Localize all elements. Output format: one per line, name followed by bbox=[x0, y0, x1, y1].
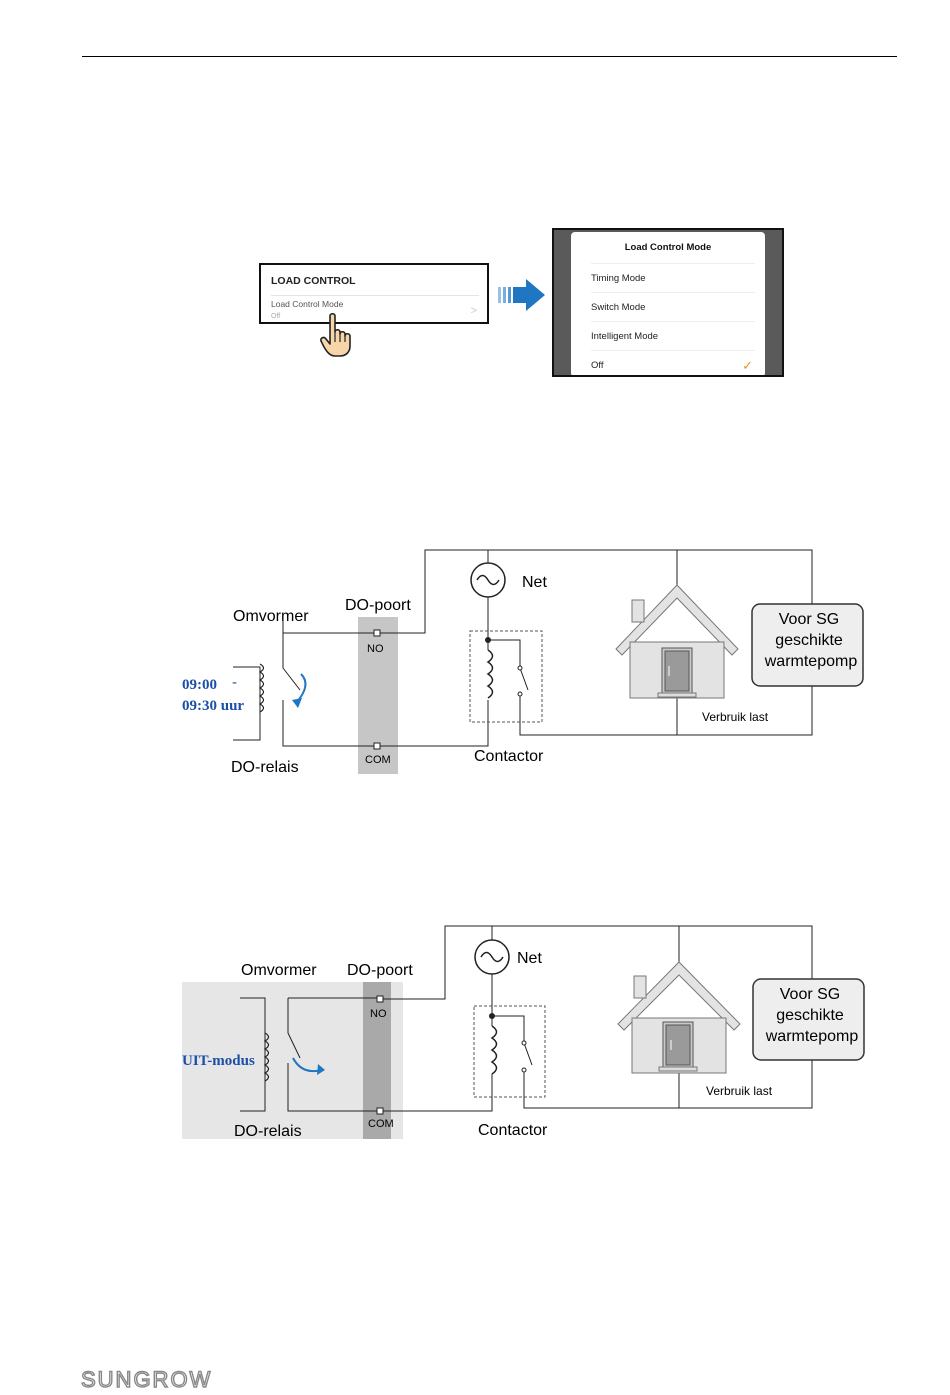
contactor-label: Contactor bbox=[478, 1122, 548, 1139]
heatpump-line3: warmtepomp bbox=[765, 1028, 859, 1045]
inverter-label: Omvormer bbox=[241, 962, 317, 979]
logo-text: SUNGROW bbox=[81, 1368, 212, 1392]
heatpump-box bbox=[751, 603, 864, 687]
heatpump-line2: geschikte bbox=[775, 632, 843, 649]
option-switch-mode[interactable]: Switch Mode bbox=[591, 292, 755, 322]
option-intelligent-mode[interactable]: Intelligent Mode bbox=[591, 321, 755, 351]
pointing-hand-icon bbox=[320, 312, 351, 357]
load-label: Verbruik last bbox=[706, 1084, 773, 1098]
chevron-right-icon[interactable]: > bbox=[470, 305, 477, 317]
dash-label: - bbox=[232, 674, 237, 691]
do-port-label: DO-poort bbox=[345, 597, 411, 614]
load-control-mode-dialog-screen: Load Control Mode Timing Mode Switch Mod… bbox=[552, 228, 784, 377]
option-off[interactable]: Off✓ bbox=[591, 350, 755, 375]
do-relay-label: DO-relais bbox=[231, 759, 299, 776]
sungrow-logo: SUNGROW bbox=[81, 1368, 212, 1392]
heatpump-box bbox=[752, 978, 865, 1061]
heatpump-line2: geschikte bbox=[776, 1007, 844, 1024]
do-relay-label: DO-relais bbox=[234, 1123, 302, 1140]
load-control-mode-dialog: Load Control Mode Timing Mode Switch Mod… bbox=[571, 232, 765, 375]
option-timing-mode[interactable]: Timing Mode bbox=[591, 263, 755, 293]
heatpump-line1: Voor SG bbox=[780, 986, 840, 1003]
heatpump-line3: warmtepomp bbox=[764, 653, 858, 670]
checkmark-icon: ✓ bbox=[742, 357, 753, 373]
house-icon bbox=[617, 961, 741, 1074]
inverter-label: Omvormer bbox=[233, 608, 309, 625]
wiring-diagram-timing: Omvormer DO-poort NO COM DO-relais 09:00… bbox=[182, 549, 864, 776]
off-mode-label: UIT-modus bbox=[182, 1053, 255, 1069]
divider bbox=[271, 295, 479, 296]
house-icon bbox=[615, 584, 739, 699]
contactor-label: Contactor bbox=[474, 748, 544, 765]
do-port-label: DO-poort bbox=[347, 962, 413, 979]
grid-label: Net bbox=[522, 574, 547, 591]
time-end-label: 09:30 uur bbox=[182, 698, 244, 714]
load-control-mode-value: Off bbox=[271, 313, 281, 320]
com-label: COM bbox=[368, 1118, 394, 1130]
no-label: NO bbox=[367, 643, 384, 655]
do-port-strip bbox=[363, 982, 391, 1139]
com-label: COM bbox=[365, 754, 391, 766]
do-port-strip bbox=[358, 617, 398, 774]
no-label: NO bbox=[370, 1008, 387, 1020]
load-control-panel: LOAD CONTROL Load Control Mode Off > bbox=[259, 263, 489, 324]
load-label: Verbruik last bbox=[702, 710, 769, 724]
heatpump-line1: Voor SG bbox=[779, 611, 839, 628]
wiring-diagram-off-mode: Omvormer DO-poort NO COM DO-relais UIT-m… bbox=[182, 925, 865, 1140]
right-arrow-icon bbox=[498, 279, 545, 311]
header-rule bbox=[82, 56, 897, 57]
load-control-mode-label[interactable]: Load Control Mode bbox=[271, 299, 344, 309]
dialog-title: Load Control Mode bbox=[624, 242, 712, 253]
time-start-label: 09:00 bbox=[182, 677, 217, 693]
grid-label: Net bbox=[517, 950, 542, 967]
load-control-title: LOAD CONTROL bbox=[271, 275, 356, 287]
